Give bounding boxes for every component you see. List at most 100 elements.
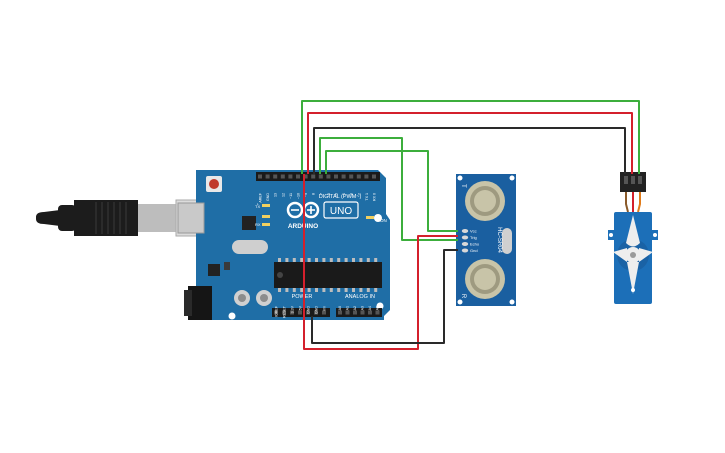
pin-label: 12 <box>281 193 285 197</box>
chip-pin <box>292 258 296 262</box>
chip-pin <box>315 288 318 292</box>
pin-label: 7 <box>319 193 323 195</box>
sensor-pin-label: Trig <box>470 235 477 240</box>
pin-label: A3 <box>361 306 365 310</box>
header-hole <box>345 310 350 315</box>
l-label: L <box>257 202 259 206</box>
arduino-uno-board: UNO ARDUINO DIGITAL (PWM~) POWER ANALOG … <box>177 170 390 320</box>
header-hole <box>296 174 300 179</box>
uno-badge <box>323 201 359 219</box>
header-hole <box>322 310 326 315</box>
header-hole <box>334 174 338 179</box>
sensor-pin <box>461 235 469 240</box>
chip-pin <box>322 288 326 292</box>
uno-label: UNO <box>330 206 352 217</box>
chip-pin <box>307 288 311 292</box>
mounting-hole <box>228 312 236 320</box>
sensor-model-label: HC-SR04 <box>496 227 502 253</box>
header-hole <box>282 310 286 315</box>
sensor-crystal <box>502 228 512 254</box>
pin-label: GND <box>315 306 319 314</box>
header-hole <box>356 174 361 179</box>
chip-pin <box>300 288 304 292</box>
mounting-hole <box>376 302 384 310</box>
header-hole <box>258 174 262 179</box>
power-header <box>272 308 330 317</box>
chip-pin <box>337 288 341 292</box>
sensor-r-label: R <box>460 294 466 299</box>
pin-label: ~6 <box>327 193 331 197</box>
chip-pin <box>285 288 289 292</box>
pin-label: GND <box>266 193 270 201</box>
analog-header <box>336 308 382 317</box>
tx-label: TX <box>255 204 260 209</box>
chip-pin <box>329 258 333 262</box>
pin-label: 4 <box>342 193 346 195</box>
header-hole <box>298 310 302 315</box>
pin-label: A2 <box>353 306 357 310</box>
header-hole <box>274 310 278 315</box>
chip-pin <box>374 288 378 292</box>
pin-label: A5 <box>376 306 380 310</box>
atmega-chip <box>274 258 382 292</box>
pin-label: ~11 <box>289 193 293 199</box>
chip-pin <box>359 258 363 262</box>
chip-pin <box>292 288 296 292</box>
header-hole <box>368 310 372 315</box>
header-hole <box>360 310 365 315</box>
regulator-chip <box>208 264 220 276</box>
pin-label: AREF <box>259 192 263 202</box>
reset-button[interactable] <box>206 176 222 192</box>
power-jack <box>184 286 212 320</box>
transducer-bottom <box>465 259 505 299</box>
wire-green-sensor-echo <box>325 150 458 232</box>
pin-label: 2 <box>357 193 361 195</box>
header-hole <box>318 174 323 179</box>
header-hole <box>338 310 342 315</box>
wire-black-servo-ground <box>313 127 626 174</box>
header-hole <box>303 174 308 179</box>
wire-red-servo-power <box>307 112 633 174</box>
usb-chip <box>242 216 256 230</box>
pin-label: A0 <box>338 306 342 310</box>
pin-label: IOREF <box>275 305 279 317</box>
header-hole <box>353 310 357 315</box>
chip-pin <box>329 288 333 292</box>
header-hole <box>288 174 293 179</box>
header-hole <box>311 174 316 179</box>
chip-pin <box>322 258 326 262</box>
header-hole <box>290 310 294 315</box>
header-hole <box>280 174 285 179</box>
transducer-top <box>465 181 505 221</box>
chip-pin <box>278 258 281 262</box>
usb-jack <box>177 202 205 234</box>
servo-horn[interactable] <box>613 215 653 294</box>
sensor-pin <box>461 229 469 233</box>
wire-red-sensor-vcc <box>303 174 458 350</box>
servo-motor <box>608 172 658 304</box>
mounting-hole <box>374 214 382 222</box>
sensor-pin-label: Gnd <box>470 248 478 253</box>
pin-label: ~9 <box>304 193 308 197</box>
header-hole <box>341 174 346 179</box>
pin-label: 8 <box>312 193 316 195</box>
sensor-pin-label: Echo <box>470 242 480 247</box>
pin-label: ~3 <box>350 193 354 197</box>
pin-label: 5V <box>299 305 303 310</box>
pin-label: A4 <box>368 306 372 310</box>
pin-label: ~10 <box>297 193 301 199</box>
pin-label: RX 0 <box>373 193 377 201</box>
digital-pwm-label: DIGITAL (PWM~) <box>319 194 362 200</box>
pin-label: Vin <box>323 306 327 311</box>
header-hole <box>306 310 310 315</box>
chip-pin <box>352 288 355 292</box>
chip-pin <box>374 258 378 262</box>
rx-label: RX <box>255 222 261 227</box>
sensor-pin-label: Vcc <box>470 229 477 234</box>
crystal-oscillator <box>232 240 268 254</box>
header-hole <box>349 174 354 179</box>
pin-label: TX 1 <box>365 193 369 201</box>
chip-pin <box>300 258 304 262</box>
sensor-pin <box>461 248 469 253</box>
